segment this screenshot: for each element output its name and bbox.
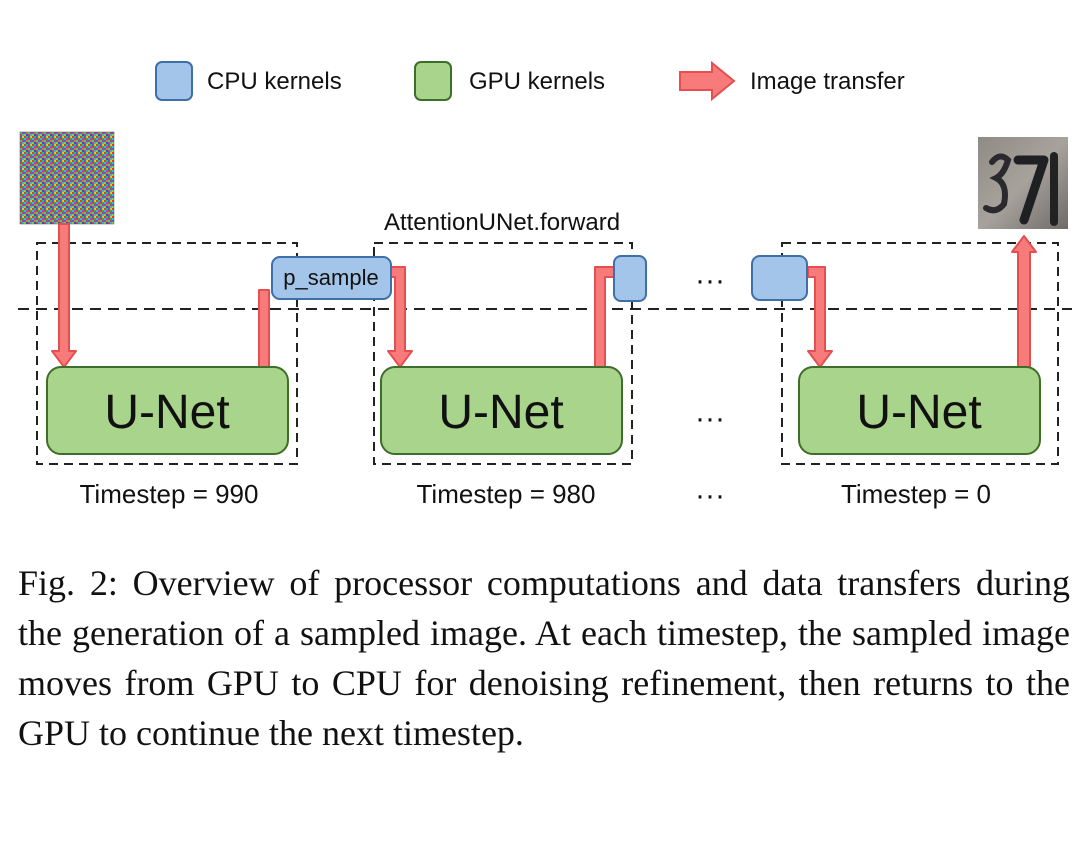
transfer-arrow-input — [51, 223, 77, 368]
noise-input-image — [19, 131, 115, 225]
gpu-legend-swatch — [414, 61, 452, 101]
attention-unet-forward-label: AttentionUNet.forward — [384, 209, 620, 236]
ellipsis-cpu-row: ··· — [695, 264, 725, 297]
timestep-label-0: Timestep = 0 — [841, 479, 991, 509]
output-digit-image — [978, 137, 1068, 229]
timestep-980-frame — [373, 242, 633, 465]
transfer-arrow-down-3 — [807, 266, 833, 368]
transfer-legend-arrow-icon — [679, 60, 736, 102]
diagram: CPU kernels GPU kernels Image transfer p… — [18, 60, 1072, 512]
gpu-legend-label: GPU kernels — [469, 68, 605, 95]
ellipsis-gpu-row: ··· — [695, 402, 725, 435]
legend: CPU kernels GPU kernels Image transfer — [155, 60, 905, 102]
timestep-label-980: Timestep = 980 — [417, 479, 596, 509]
cpu-kernel-box-2 — [613, 255, 647, 302]
unet-block-990 — [46, 366, 289, 455]
unet-label-990: U-Net — [104, 386, 229, 439]
psample-label: p_sample — [283, 265, 378, 290]
timestep-0-frame — [781, 242, 1059, 465]
cpu-kernel-box-3 — [751, 255, 808, 301]
figure-caption: Fig. 2: Overview of processor computatio… — [18, 563, 1070, 753]
transfer-legend-label: Image transfer — [750, 68, 905, 95]
cpu-legend-label: CPU kernels — [207, 68, 342, 95]
cpu-kernel-psample-box — [271, 256, 392, 300]
transfer-arrow-up-1 — [258, 289, 270, 368]
unet-block-980 — [380, 366, 623, 455]
transfer-arrow-down-1 — [387, 266, 413, 368]
cpu-legend-swatch — [155, 61, 193, 101]
unet-label-980: U-Net — [438, 386, 563, 439]
image-transfer-arrows — [51, 223, 1037, 368]
transfer-arrow-up-2 — [594, 266, 617, 368]
unet-label-0: U-Net — [856, 386, 981, 439]
unet-block-0 — [798, 366, 1041, 455]
ellipsis-timestep-row: ··· — [695, 479, 725, 512]
transfer-arrow-output — [1011, 235, 1037, 368]
timestep-label-990: Timestep = 990 — [80, 479, 259, 509]
